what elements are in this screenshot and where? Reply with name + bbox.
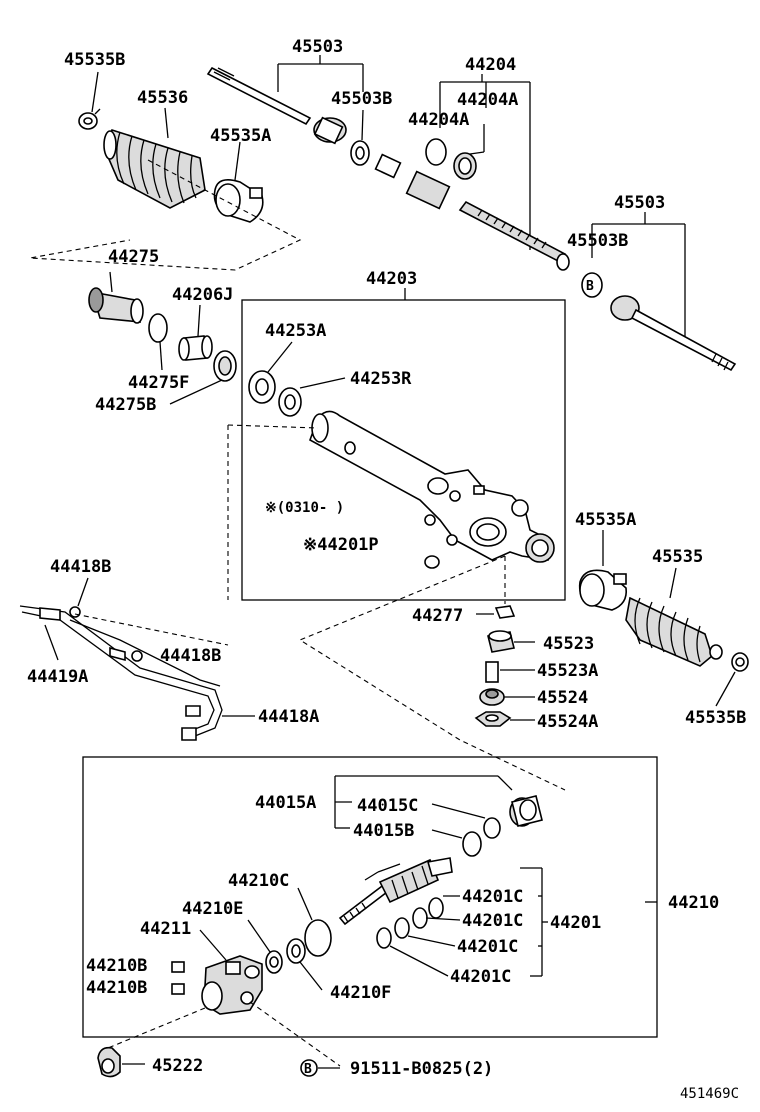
lock-nut-45524A xyxy=(474,711,512,727)
label-44210: 44210 xyxy=(668,893,719,913)
label-44210F: 44210F xyxy=(330,983,391,1003)
label-44419A: 44419A xyxy=(27,667,88,687)
control-valve-44201 xyxy=(338,857,453,926)
housing-group-box xyxy=(241,299,566,601)
pinion-group-box xyxy=(82,756,658,1038)
bearing-44210F xyxy=(286,938,306,964)
label-44275F: 44275F xyxy=(128,373,189,393)
tie-rod-45503-right xyxy=(610,295,737,372)
union-44210B-2 xyxy=(171,983,185,995)
bushing-44206J xyxy=(178,335,213,361)
label-45222: 45222 xyxy=(152,1056,203,1076)
rack-boot-45536 xyxy=(103,129,206,209)
rack-housing-44203 xyxy=(309,410,555,563)
clip-45535B-right xyxy=(731,652,749,672)
label-45535A-top: 45535A xyxy=(210,126,271,146)
label-44275: 44275 xyxy=(108,247,159,267)
svg-text:B: B xyxy=(586,279,594,294)
seal-rings-44201C xyxy=(376,897,444,949)
label-44201C-1: 44201C xyxy=(462,887,523,907)
label-44015B: 44015B xyxy=(353,821,414,841)
union-44418B-mid xyxy=(131,650,143,662)
label-45535B-right: 45535B xyxy=(685,708,746,728)
rack-boot-45535 xyxy=(625,596,723,667)
cylinder-end-44275 xyxy=(88,287,144,324)
label-44201C-2: 44201C xyxy=(462,911,523,931)
label-44015C: 44015C xyxy=(357,796,418,816)
label-44201P: ※44201P xyxy=(303,535,379,555)
label-45535B-top: 45535B xyxy=(64,50,125,70)
pipe-44419A xyxy=(19,605,223,741)
oil-seal-44253R xyxy=(278,387,302,417)
band-45535A-right xyxy=(578,569,628,611)
label-44201: 44201 xyxy=(550,913,601,933)
label-45503B-right: 45503B xyxy=(567,231,628,251)
label-44204: 44204 xyxy=(465,55,516,75)
rack-end-stopper xyxy=(405,170,451,210)
label-45535: 45535 xyxy=(652,547,703,567)
o-ring-44204A xyxy=(425,138,447,166)
spring-45523A xyxy=(485,661,499,683)
seal-ring-44015C xyxy=(483,817,501,839)
label-91511: 91511-B0825(2) xyxy=(350,1059,493,1079)
seal-44210E xyxy=(265,950,283,974)
label-44253R: 44253R xyxy=(350,369,412,389)
label-44418B-mid: 44418B xyxy=(160,646,221,666)
label-44210B-1: 44210B xyxy=(86,956,147,976)
label-44210C: 44210C xyxy=(228,871,289,891)
label-44201C-3: 44201C xyxy=(457,937,518,957)
valve-housing-44211 xyxy=(201,955,263,1015)
label-45523A: 45523A xyxy=(537,661,598,681)
oil-seal-44253A xyxy=(248,370,276,404)
label-44277: 44277 xyxy=(412,606,463,626)
plug-44277 xyxy=(494,605,516,619)
label-45536: 45536 xyxy=(137,88,188,108)
valve-sleeve-44015A xyxy=(509,795,543,827)
bolt-marker-letter: B xyxy=(304,1062,312,1077)
label-44211: 44211 xyxy=(140,919,191,939)
label-45503-right: 45503 xyxy=(614,193,665,213)
band-45535A-top xyxy=(213,179,264,223)
label-44203: 44203 xyxy=(366,269,417,289)
label-44206J: 44206J xyxy=(172,285,233,305)
label-45503-top: 45503 xyxy=(292,37,343,57)
clip-45535B-top xyxy=(78,108,101,130)
rack-guide-45523 xyxy=(487,630,515,653)
label-45524: 45524 xyxy=(537,688,588,708)
label-44210B-2: 44210B xyxy=(86,978,147,998)
label-45524A: 45524A xyxy=(537,712,598,732)
label-44210E: 44210E xyxy=(182,899,243,919)
label-44204A-2: 44204A xyxy=(408,110,469,130)
label-45523: 45523 xyxy=(543,634,594,654)
plug-44201P xyxy=(424,555,440,569)
label-44275B: 44275B xyxy=(95,395,156,415)
small-collar xyxy=(374,153,402,179)
union-44418B-top xyxy=(69,606,81,618)
lock-washer-45503B-top xyxy=(350,140,370,166)
o-ring-44275F xyxy=(148,313,168,343)
label-44201C-4: 44201C xyxy=(450,967,511,987)
label-44015A: 44015A xyxy=(255,793,316,813)
o-ring-44015B xyxy=(462,831,482,857)
label-44253A: 44253A xyxy=(265,321,326,341)
seal-44275B xyxy=(213,350,237,382)
steering-rack-44204 xyxy=(458,200,570,271)
bolt-marker-B: B xyxy=(300,1059,318,1077)
adjust-screw-45524 xyxy=(479,688,505,706)
diagram-id: 451469C xyxy=(680,1086,739,1102)
label-44418A: 44418A xyxy=(258,707,319,727)
o-ring-44210C xyxy=(304,919,332,957)
label-44204A-1: 44204A xyxy=(457,90,518,110)
union-44210B-1 xyxy=(171,961,185,973)
tie-rod-45503-left xyxy=(206,66,347,145)
bushing-44204A xyxy=(453,152,477,180)
label-44418B-top: 44418B xyxy=(50,557,111,577)
lock-washer-45503B-right: B xyxy=(581,272,603,298)
label-45503B-top: 45503B xyxy=(331,89,392,109)
label-date-note: ※(0310- ) xyxy=(265,500,344,516)
cover-45222 xyxy=(97,1046,121,1078)
label-45535A-right: 45535A xyxy=(575,510,636,530)
